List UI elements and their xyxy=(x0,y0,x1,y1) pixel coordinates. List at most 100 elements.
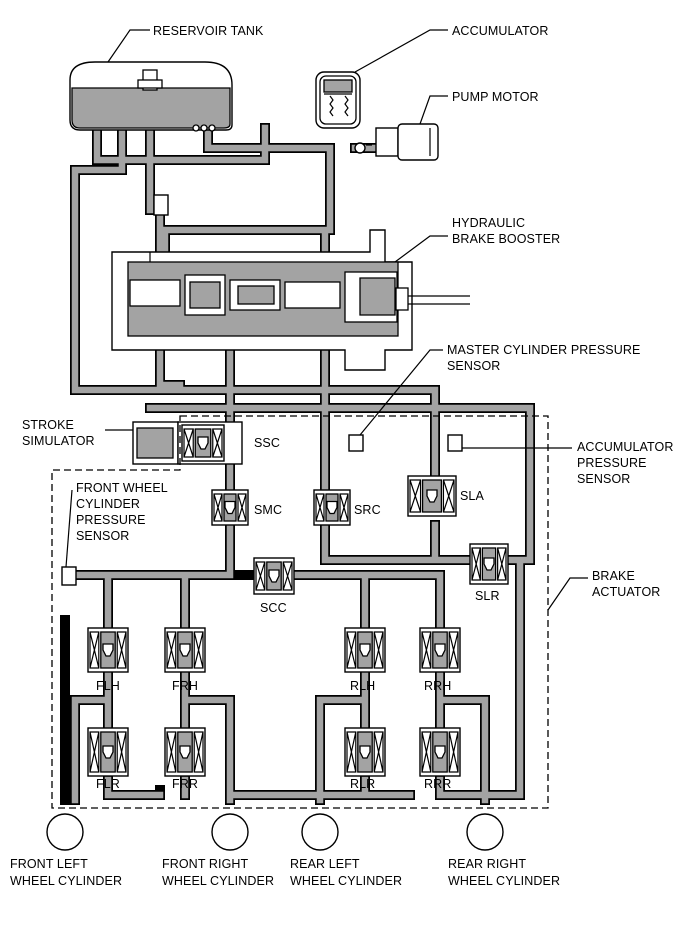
valve-rlh: RLH xyxy=(344,627,386,693)
label-rear-right-wheel-2: WHEEL CYLINDER xyxy=(448,874,560,888)
valve-flr-coil-2 xyxy=(116,731,127,773)
solenoid-valves: SSC SMC SRC SLA SCC SLR FLH FRH RLH RRH FLR FRR RLR R… xyxy=(87,424,509,791)
valve-rrh: RRH xyxy=(419,627,461,693)
label-master-cyl-sensor-2: SENSOR xyxy=(447,359,500,373)
accumulator-pressure-sensor xyxy=(447,434,463,452)
valve-slr-coil-1 xyxy=(471,547,481,581)
brake-actuator-boundary xyxy=(51,415,549,809)
label-front-right-wheel-2: WHEEL CYLINDER xyxy=(162,874,274,888)
valve-src-poppet xyxy=(326,500,338,515)
label-front-left-wheel-2: WHEEL CYLINDER xyxy=(10,874,122,888)
valve-smc-label: SMC xyxy=(254,503,282,517)
valve-rrr-coil-1 xyxy=(421,731,432,773)
valve-sla-coil-2 xyxy=(442,479,455,513)
valve-smc-coil-1 xyxy=(213,493,223,522)
front-wheel-cylinder-pressure-sensor xyxy=(61,566,77,586)
valve-scc: SCC xyxy=(253,557,295,615)
valve-rlh-poppet xyxy=(359,643,371,657)
valve-frr-poppet xyxy=(179,745,191,759)
valve-slr: SLR xyxy=(469,543,509,603)
valve-ssc-poppet xyxy=(197,436,209,450)
valve-rrr-poppet xyxy=(434,745,446,759)
valve-rrh-coil-2 xyxy=(448,631,459,669)
label-front-wheel-sensor-3: PRESSURE xyxy=(76,513,146,527)
label-hydraulic-brake-booster-2: BRAKE BOOSTER xyxy=(452,232,560,246)
hydraulic-brake-booster xyxy=(111,229,470,371)
valve-scc-label: SCC xyxy=(260,601,287,615)
valve-flr-label: FLR xyxy=(96,777,120,791)
valve-frh-label: FRH xyxy=(172,679,198,693)
label-pump-motor: PUMP MOTOR xyxy=(452,90,539,104)
label-rear-right-wheel-1: REAR RIGHT xyxy=(448,857,526,871)
label-front-right-wheel-1: FRONT RIGHT xyxy=(162,857,249,871)
front-right-wheel-cylinder xyxy=(211,813,249,851)
callout-labels: RESERVOIR TANK ACCUMULATOR PUMP MOTOR HY… xyxy=(10,24,673,888)
valve-smc-poppet xyxy=(224,500,236,515)
valve-ssc: SSC xyxy=(181,424,280,462)
valve-src-coil-2 xyxy=(339,493,349,522)
valve-rrh-label: RRH xyxy=(424,679,451,693)
valve-frr: FRR xyxy=(164,727,206,791)
valve-src: SRC xyxy=(313,489,381,526)
valve-sla-coil-1 xyxy=(409,479,422,513)
label-accumulator: ACCUMULATOR xyxy=(452,24,548,38)
label-hydraulic-brake-booster-1: HYDRAULIC xyxy=(452,216,525,230)
valve-flh-coil-1 xyxy=(89,631,100,669)
valve-scc-coil-2 xyxy=(282,561,293,591)
label-stroke-simulator-1: STROKE xyxy=(22,418,74,432)
valve-frh: FRH xyxy=(164,627,206,693)
reservoir-tank xyxy=(69,61,233,132)
rear-right-wheel-cylinder xyxy=(466,813,504,851)
valve-flh-poppet xyxy=(102,643,114,657)
rear-left-wheel-cylinder xyxy=(301,813,339,851)
valve-rrh-poppet xyxy=(434,643,446,657)
label-rear-left-wheel-2: WHEEL CYLINDER xyxy=(290,874,402,888)
label-rear-left-wheel-1: REAR LEFT xyxy=(290,857,360,871)
valve-scc-poppet xyxy=(268,569,280,583)
valve-rrr-label: RRR xyxy=(424,777,451,791)
valve-rlr-label: RLR xyxy=(350,777,375,791)
valve-src-label: SRC xyxy=(354,503,381,517)
hydraulic-lines xyxy=(60,85,535,805)
master-cylinder-pressure-sensor xyxy=(348,434,364,452)
valve-sla-label: SLA xyxy=(460,489,484,503)
valve-smc: SMC xyxy=(211,489,282,526)
label-front-wheel-sensor-2: CYLINDER xyxy=(76,497,140,511)
front-left-wheel-cylinder xyxy=(46,813,84,851)
pump-motor xyxy=(354,123,439,161)
valve-frh-poppet xyxy=(179,643,191,657)
label-master-cyl-sensor-1: MASTER CYLINDER PRESSURE xyxy=(447,343,640,357)
valve-frh-coil-1 xyxy=(166,631,177,669)
valve-ssc-coil-1 xyxy=(183,428,194,458)
valve-rlh-coil-1 xyxy=(346,631,357,669)
valve-sla-poppet xyxy=(426,489,438,503)
valve-scc-coil-1 xyxy=(255,561,266,591)
valve-smc-coil-2 xyxy=(237,493,247,522)
valve-flr: FLR xyxy=(87,727,129,791)
label-accum-sensor-3: SENSOR xyxy=(577,472,630,486)
accumulator xyxy=(315,71,361,129)
valve-sla: SLA xyxy=(407,475,484,517)
label-reservoir-tank: RESERVOIR TANK xyxy=(153,24,264,38)
valve-flr-coil-1 xyxy=(89,731,100,773)
valve-frh-coil-2 xyxy=(193,631,204,669)
valve-rlh-coil-2 xyxy=(373,631,384,669)
valve-rlh-label: RLH xyxy=(350,679,375,693)
valve-src-coil-1 xyxy=(315,493,325,522)
valve-frr-coil-1 xyxy=(166,731,177,773)
valve-ssc-label: SSC xyxy=(254,436,280,450)
valve-flh-coil-2 xyxy=(116,631,127,669)
valve-frr-coil-2 xyxy=(193,731,204,773)
label-front-wheel-sensor-1: FRONT WHEEL xyxy=(76,481,168,495)
valve-slr-label: SLR xyxy=(475,589,500,603)
label-accum-sensor-2: PRESSURE xyxy=(577,456,647,470)
valve-rlr: RLR xyxy=(344,727,386,791)
valve-rrr: RRR xyxy=(419,727,461,791)
relief-valve xyxy=(153,194,169,216)
valve-rlr-coil-1 xyxy=(346,731,357,773)
label-brake-actuator-2: ACTUATOR xyxy=(592,585,660,599)
leader-lines xyxy=(65,29,588,611)
valve-rlr-poppet xyxy=(359,745,371,759)
valve-flh-label: FLH xyxy=(96,679,120,693)
